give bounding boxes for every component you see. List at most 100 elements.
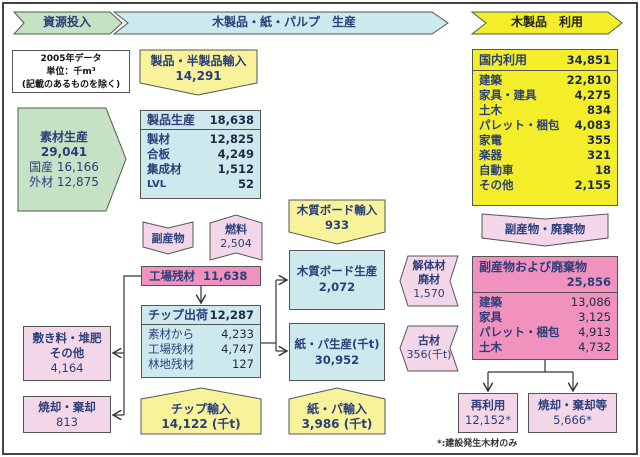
product-import: 製品・半製品輸入 14,291: [139, 49, 258, 96]
product-production-header: 製品生産 18,638: [141, 111, 260, 130]
board-production-value: 2,072: [318, 280, 356, 294]
item-value: 2,155: [574, 178, 611, 192]
item-value: 4,913: [578, 325, 611, 339]
item-value: 1,512: [217, 162, 254, 176]
item-value: 834: [586, 103, 611, 117]
used-wood: 古材 356(千t): [399, 325, 459, 372]
demolition-value: 1,570: [413, 287, 445, 300]
chevron-left-shape: [399, 255, 459, 307]
item-label: 楽器: [479, 148, 502, 162]
used-wood-label: 古材: [418, 334, 440, 347]
chevron-down-shape: [142, 221, 194, 255]
footnote: *:建設発生木材のみ: [437, 439, 518, 449]
factory-residue-box: 工場残材 11,638: [141, 266, 261, 286]
raw-material-total: 29,041: [40, 145, 88, 159]
domestic-use-header: 国内利用 34,851: [473, 50, 617, 71]
product-import-value: 14,291: [175, 69, 222, 83]
item-label: その他: [479, 178, 514, 192]
board-production-box: 木質ボード生産 2,072: [289, 250, 385, 310]
pentagon-shape: [17, 107, 127, 212]
item-label: 集成材: [147, 162, 182, 176]
item-label: パレット・梱包: [479, 325, 560, 339]
used-wood-value: 356(千t): [406, 348, 452, 361]
down-arrow-shape: [139, 49, 258, 96]
stage-production: 木製品・紙・パルプ 生産: [112, 11, 449, 35]
list-item: 楽器 321: [473, 148, 617, 163]
down-arrow-shape: [288, 199, 386, 245]
chevron-up-shape: [209, 214, 263, 261]
list-item: 合板 4,249: [141, 147, 260, 162]
reuse-value: 12,152*: [465, 413, 511, 427]
stage-wood-use: 木製品 利用: [470, 11, 623, 35]
item-label: 自動車: [479, 163, 514, 177]
paper-import-value: 3,986 (千t): [301, 417, 373, 431]
product-production-title: 製品生産: [147, 113, 196, 127]
item-value: 22,810: [566, 73, 611, 87]
item-value: 127: [232, 357, 254, 371]
item-label: LVL: [147, 179, 167, 190]
stage-arrow-shape: [12, 11, 123, 35]
list-item: 家具・建具 4,275: [473, 88, 617, 103]
item-value: 4,275: [574, 88, 611, 102]
demolition-line1: 解体材: [412, 259, 446, 272]
item-value: 18: [594, 163, 611, 177]
list-item: パレット・梱包 4,913: [473, 325, 617, 340]
item-label: 家具: [479, 310, 502, 324]
waste-title: 副産物および廃棄物: [479, 260, 588, 274]
chip-import-label: チップ輸入: [170, 402, 231, 416]
item-value: 321: [586, 148, 611, 162]
item-value: 13,086: [570, 295, 611, 309]
stage-label: 資源投入: [42, 15, 91, 29]
bedding-line2: その他: [49, 346, 85, 360]
factory-residue-value: 11,638: [203, 269, 248, 283]
item-label: 土木: [479, 340, 502, 354]
incineration-left-label: 焼却・棄却: [38, 400, 96, 414]
item-label: 建築: [479, 295, 502, 309]
chevron-down-shape: [481, 213, 609, 247]
legend-box: 2005年データ 単位：千m³ (記載のあるものを除く): [12, 50, 130, 93]
board-import-label: 木質ボード輸入: [296, 203, 378, 217]
item-value: 4,083: [574, 118, 611, 132]
raw-material-production: 素材生産 29,041 国産 16,166 外材 12,875: [17, 107, 127, 212]
board-import-value: 933: [324, 218, 349, 232]
item-label: 工場残材: [148, 342, 194, 356]
bedding-value: 4,164: [50, 361, 84, 375]
byproduct-label: 副産物: [151, 232, 185, 245]
item-value: 4,249: [217, 147, 254, 161]
stage-arrow-shape: [470, 11, 623, 35]
item-value: 4,732: [578, 340, 611, 354]
waste-tag-label: 副産物・廃棄物: [504, 222, 586, 236]
bedding-compost-box: 敷き料・堆肥 その他 4,164: [23, 326, 111, 381]
waste-header: 副産物および廃棄物 25,856: [473, 257, 617, 293]
up-arrow-shape: [288, 387, 386, 435]
list-item: 建築 13,086: [473, 295, 617, 310]
chip-import-value: 14,122 (千t): [161, 417, 241, 431]
stage-label: 木製品・紙・パルプ 生産: [211, 15, 356, 29]
legend-year: 2005年データ: [40, 54, 102, 64]
chevron-left-shape: [399, 325, 459, 372]
chip-import: チップ輸入 14,122 (千t): [140, 387, 262, 435]
stage-resource-input: 資源投入: [12, 11, 123, 35]
item-label: 家具・建具: [479, 88, 537, 102]
fuel-value: 2,504: [220, 237, 252, 250]
item-label: 林地残材: [148, 357, 194, 371]
fuel-tag: 燃料 2,504: [209, 214, 263, 261]
paper-production-value: 30,952: [314, 353, 360, 367]
item-label: 合板: [147, 147, 170, 161]
raw-material-title: 素材生産: [39, 130, 88, 144]
item-value: 355: [586, 133, 611, 147]
up-arrow-shape: [140, 387, 262, 435]
